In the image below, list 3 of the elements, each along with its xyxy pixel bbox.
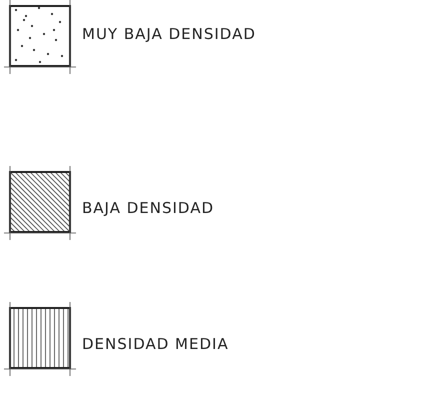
legend-label: MUY BAJA DENSIDAD [82,25,256,43]
legend-label: BAJA DENSIDAD [82,199,214,217]
legend-label: DENSIDAD MEDIA [82,335,229,353]
